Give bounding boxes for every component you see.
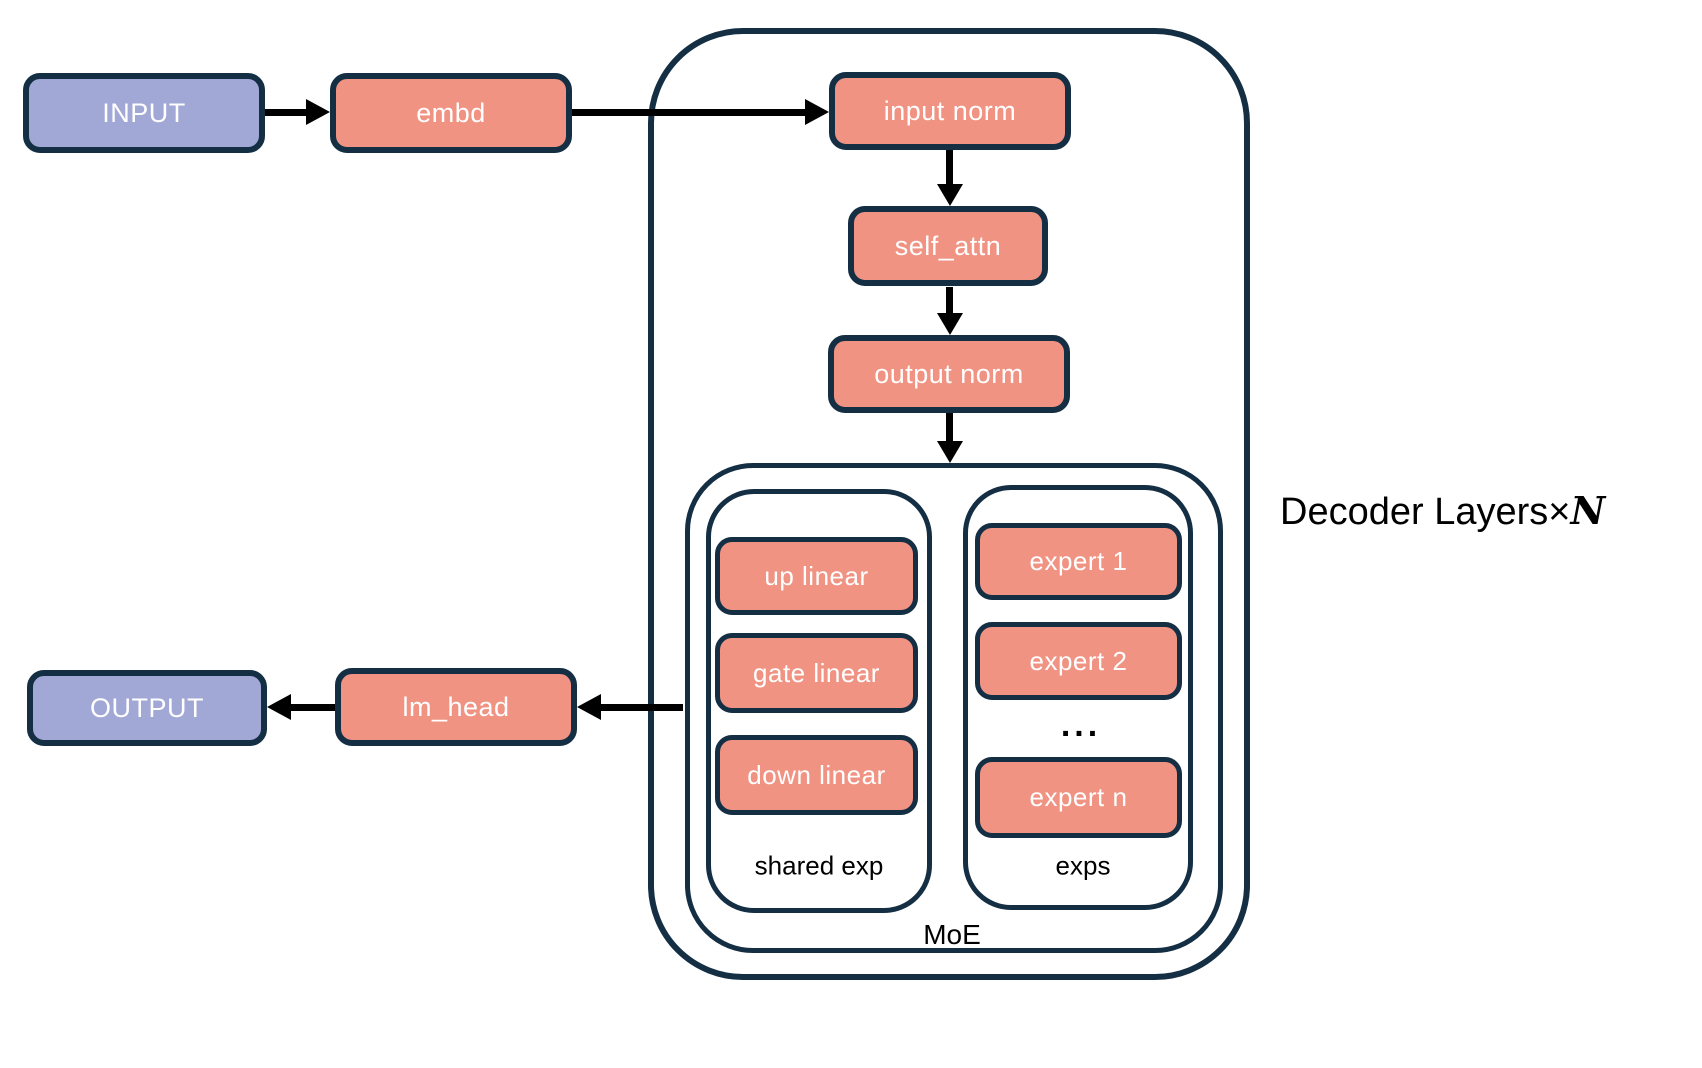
arrow-shaft [265,109,312,116]
arrow-shaft [288,704,335,711]
expert-n-node: expert n [975,757,1182,838]
arrow-shaft [597,704,683,711]
arrowhead-down-icon [937,441,963,463]
arrowhead-left-icon [267,694,291,720]
experts-ellipsis: ... [1060,705,1102,744]
embd-node: embd [330,73,572,153]
exps-label: exps [1055,850,1111,881]
moe-label: MoE [923,919,981,950]
arrowhead-right-icon [306,99,330,125]
up-linear-node: up linear [715,537,918,615]
shared-exp-label: shared exp [754,850,884,881]
self-attn-node: self_attn [848,206,1048,286]
down-linear-node: down linear [715,735,918,815]
output-node: OUTPUT [27,670,267,746]
arrow-shaft [946,287,953,317]
gate-linear-node: gate linear [715,633,918,713]
expert-2-node: expert 2 [975,622,1182,700]
arrowhead-down-icon [937,313,963,335]
arrow-shaft [946,150,953,188]
multiplication-symbol: × [1548,491,1571,533]
decoder-layers-title: Decoder Layers×N [1280,488,1605,534]
lm-head-node: lm_head [335,668,577,746]
input-node: INPUT [23,73,265,153]
output-norm-node: output norm [828,335,1070,413]
arrowhead-left-icon [577,694,601,720]
decoder-layers-title-text: Decoder Layers [1280,491,1549,533]
arrowhead-right-icon [805,99,829,125]
expert-1-node: expert 1 [975,523,1182,600]
input-norm-node: input norm [829,72,1071,150]
arrow-shaft [946,413,953,443]
arrowhead-down-icon [937,184,963,206]
layer-count-symbol: N [1570,488,1606,533]
arrow-shaft [572,109,807,116]
